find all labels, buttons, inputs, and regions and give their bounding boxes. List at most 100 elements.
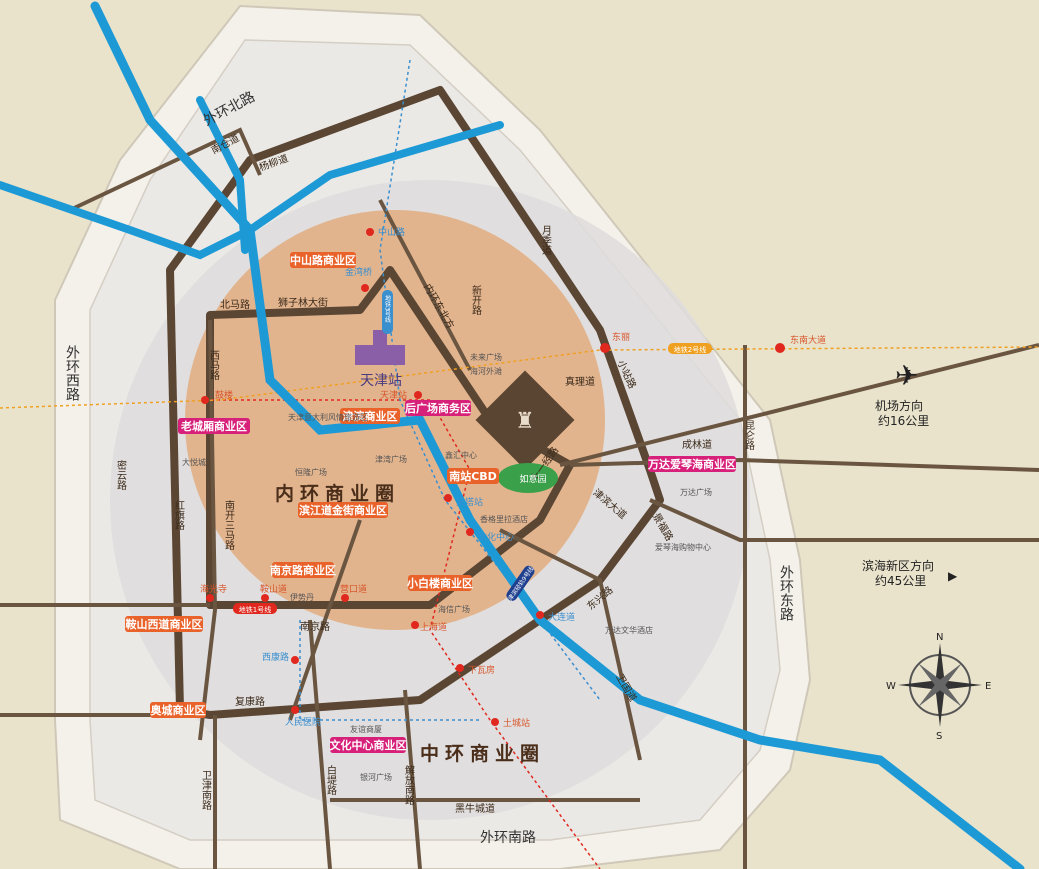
district-label-8: 鞍山西道商业区 <box>126 617 203 631</box>
district-label-5: 滨江道金街商业区 <box>299 503 387 517</box>
road-label-chengling: 成林道 <box>682 438 712 451</box>
poi-label-yiseng: 伊势丹 <box>290 592 314 602</box>
metro-line-2-badge <box>668 343 712 354</box>
district-badge-8[interactable] <box>125 616 203 632</box>
poi-labels: 大悦城 恒隆广场 天津意大利风情旅游区 未来广场 海河外滩 万达广场 银河广场 … <box>182 352 712 782</box>
station-label-tianjinzhan: 天津站 <box>380 389 407 401</box>
poi-label-mall1: 鑫汇中心 <box>445 450 477 460</box>
station-label-yuanyuanzhan: 大连道 <box>548 611 575 623</box>
station-xikang <box>291 656 299 664</box>
station-label-dongnan: 东南大道 <box>790 334 826 346</box>
compass-needle-diag2 <box>918 663 962 707</box>
road-label-outer-west: 外环西路 <box>64 345 80 401</box>
district-label-0: 中山路商业区 <box>290 253 356 267</box>
station-label-anshanli: 鞍山道 <box>260 583 287 595</box>
station-label-yingkou: 营口道 <box>340 583 367 595</box>
poi-label-hengyuan: 恒隆广场 <box>295 467 327 477</box>
poi-label-jiaoyu: 天津意大利风情旅游区 <box>288 412 368 422</box>
road-label-baidi: 白堤路 <box>325 764 337 796</box>
road-label-outer-south: 外环南路 <box>480 830 536 846</box>
metro-line-1-badge <box>233 603 277 614</box>
district-badge-10[interactable] <box>330 737 406 753</box>
haihe-river <box>90 1 1025 869</box>
road-nanjing <box>288 519 362 721</box>
project-logo-glyph: ♜ <box>515 409 535 434</box>
poi-label-mall2: 爱琴海购物中心 <box>655 542 711 552</box>
district-label-11: 万达爱琴海商业区 <box>647 457 736 471</box>
road-label-outer-east: 外环东路 <box>778 565 794 621</box>
station-baigong <box>411 621 419 629</box>
compass-w: W <box>886 681 896 692</box>
compass-s: S <box>936 731 942 742</box>
station-tianta <box>444 494 452 502</box>
road-jinbin <box>649 498 1039 542</box>
road-xinkai <box>378 199 472 371</box>
metro-line-3-label: 地铁3号线 <box>384 294 391 323</box>
district-badge-0[interactable] <box>290 252 356 268</box>
road-label-weijin: 卫津南路 <box>200 770 212 811</box>
station-label-baigong: 上海道 <box>420 621 447 633</box>
district-badge-9[interactable] <box>150 702 206 718</box>
district-label-7: 小白楼商业区 <box>406 576 473 590</box>
metro-stations: 中山路 金湾桥 鼓楼 天津站 营口道 海光寺 鞍山道 西康路 人民医院 上海道 … <box>200 226 826 729</box>
road-label-ximalu: 西马路 <box>208 350 220 381</box>
road-east-axis <box>559 343 1039 467</box>
road-label-heiniu: 黑牛城道 <box>455 802 495 815</box>
station-label-jinwanqiao: 金湾桥 <box>345 266 372 278</box>
district-badge-3[interactable] <box>405 400 471 416</box>
station-anshanli <box>261 594 269 602</box>
district-badges: 中山路商业区 老城厢商业区 津滨商业区 后广场商务区 南站CBD 滨江道金街商业… <box>125 252 736 753</box>
station-label-haiguangsi: 海光寺 <box>200 583 227 595</box>
road-jiefang <box>403 689 422 869</box>
road-shiyi <box>499 528 642 761</box>
road-label-jiefang: 解放南路 <box>403 764 415 806</box>
poi-label-haixin: 海信广场 <box>438 604 470 614</box>
road-label-nanjing: 南京路 <box>300 620 330 633</box>
station-label-jiansheng: 文化中心 <box>478 531 514 543</box>
district-badge-4[interactable] <box>447 468 499 484</box>
ruyi-park-shape <box>498 463 558 493</box>
airport-distance-label: 约16公里 <box>878 413 929 428</box>
binhai-direction-label: 滨海新区方向 <box>862 558 934 573</box>
middle-ring-road <box>166 86 664 719</box>
station-dongli <box>600 343 610 353</box>
binhai-arrow-icon: ▶ <box>948 569 958 583</box>
poi-label-yue: 大悦城 <box>182 457 206 467</box>
compass-e: E <box>985 681 991 692</box>
station-label-tianta: 天塔站 <box>456 496 483 508</box>
road-label-hongqi: 红旗路 <box>173 499 185 531</box>
station-yuanyuanzhan <box>536 611 544 619</box>
district-badge-6[interactable] <box>272 562 334 578</box>
station-label: 天津站 <box>360 373 402 389</box>
station-haiguangsi <box>206 594 214 602</box>
station-jinwanqiao <box>361 284 369 292</box>
road-chengling <box>569 457 1039 472</box>
poi-label-haihe: 海河外滩 <box>470 366 502 376</box>
district-label-4: 南站CBD <box>449 469 497 483</box>
district-badge-2[interactable] <box>340 408 400 424</box>
minor-roads <box>0 127 1039 869</box>
metro-line-3 <box>379 59 601 701</box>
road-hongqi <box>198 319 218 741</box>
road-label-shizilin: 狮子林大街 <box>278 296 328 309</box>
district-label-6: 南京路商业区 <box>270 563 336 577</box>
station-tianjinzhan <box>414 391 422 399</box>
station-label-xiawafang: 下瓦房 <box>468 664 495 676</box>
park-label: 如意园 <box>519 473 546 485</box>
station-label-gulou: 鼓楼 <box>215 389 233 401</box>
district-badge-11[interactable] <box>648 456 736 472</box>
road-label-beima: 北马路 <box>220 298 250 311</box>
station-jiansheng <box>466 528 474 536</box>
metro-line-2 <box>0 346 1039 409</box>
district-badge-5[interactable] <box>298 502 388 518</box>
road-label-fukang: 复康路 <box>235 695 265 708</box>
station-label-tucheng: 土城站 <box>503 717 530 729</box>
station-label-xikang: 西康路 <box>262 651 289 663</box>
road-label-yuenan: 月季道 <box>540 225 552 255</box>
district-badge-7[interactable] <box>408 575 472 591</box>
district-label-3: 后广场商务区 <box>405 401 471 415</box>
district-label-9: 奥城商业区 <box>150 703 206 717</box>
station-body <box>355 345 405 365</box>
district-badge-1[interactable] <box>178 418 250 434</box>
